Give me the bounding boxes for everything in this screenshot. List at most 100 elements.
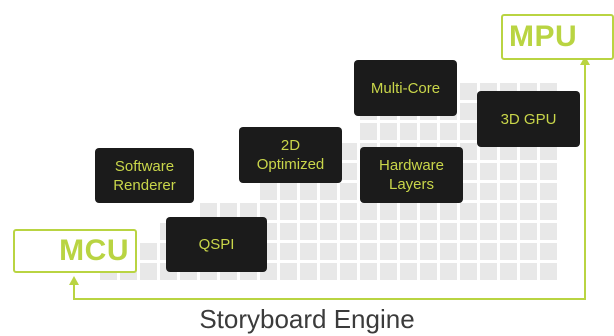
- grid-cell: [360, 123, 377, 140]
- grid-cell: [380, 243, 397, 260]
- grid-cell: [480, 263, 497, 280]
- grid-cell: [420, 123, 437, 140]
- arrow-head-up-icon: [69, 276, 79, 285]
- grid-cell: [380, 123, 397, 140]
- grid-cell: [400, 123, 417, 140]
- mpu-label: MPU: [509, 20, 578, 53]
- grid-cell: [320, 263, 337, 280]
- mcu-badge: MCU: [13, 229, 137, 273]
- grid-cell: [340, 223, 357, 240]
- grid-cell: [540, 143, 557, 160]
- grid-cell: [380, 203, 397, 220]
- grid-cell: [420, 203, 437, 220]
- grid-cell: [540, 263, 557, 280]
- grid-cell: [540, 223, 557, 240]
- grid-cell: [480, 223, 497, 240]
- grid-cell: [280, 243, 297, 260]
- grid-cell: [340, 263, 357, 280]
- grid-cell: [300, 243, 317, 260]
- grid-cell: [340, 143, 357, 160]
- grid-cell: [280, 183, 297, 200]
- grid-cell: [500, 143, 517, 160]
- grid-cell: [220, 203, 237, 220]
- grid-cell: [340, 203, 357, 220]
- grid-cell: [420, 263, 437, 280]
- grid-cell: [540, 183, 557, 200]
- arrow-head-up-icon: [580, 56, 590, 65]
- grid-cell: [340, 243, 357, 260]
- grid-cell: [280, 223, 297, 240]
- software-renderer-box: Software Renderer: [95, 148, 194, 203]
- grid-cell: [280, 203, 297, 220]
- qspi-box: QSPI: [166, 217, 267, 272]
- grid-cell: [500, 243, 517, 260]
- 3d-gpu-box: 3D GPU: [477, 91, 580, 147]
- grid-cell: [540, 243, 557, 260]
- grid-cell: [320, 203, 337, 220]
- grid-cell: [360, 263, 377, 280]
- progression-arrow-line: [73, 63, 586, 300]
- hardware-layers-box: Hardware Layers: [360, 147, 463, 203]
- grid-cell: [140, 263, 157, 280]
- grid-cell: [540, 203, 557, 220]
- grid-cell: [300, 263, 317, 280]
- grid-cell: [340, 183, 357, 200]
- grid-cell: [280, 263, 297, 280]
- grid-cell: [440, 203, 457, 220]
- grid-cell: [440, 243, 457, 260]
- grid-cell: [480, 243, 497, 260]
- grid-cell: [260, 203, 277, 220]
- grid-cell: [400, 263, 417, 280]
- grid-cell: [260, 183, 277, 200]
- grid-cell: [300, 203, 317, 220]
- grid-cell: [500, 203, 517, 220]
- grid-cell: [320, 223, 337, 240]
- multi-core-box: Multi-Core: [354, 60, 457, 116]
- 2d-optimized-box: 2D Optimized: [239, 127, 342, 183]
- grid-cell: [460, 183, 477, 200]
- grid-cell: [400, 223, 417, 240]
- grid-cell: [460, 123, 477, 140]
- grid-cell: [460, 163, 477, 180]
- grid-cell: [320, 243, 337, 260]
- grid-cell: [500, 223, 517, 240]
- grid-cell: [380, 263, 397, 280]
- grid-cell: [460, 223, 477, 240]
- grid-cell: [420, 243, 437, 260]
- grid-cell: [520, 263, 537, 280]
- grid-cell: [520, 143, 537, 160]
- diagram-title: Storyboard Engine: [199, 304, 415, 334]
- progression-arrow: [73, 63, 586, 300]
- grid-cell: [360, 223, 377, 240]
- grid-cell: [440, 263, 457, 280]
- grid-cell: [360, 203, 377, 220]
- grid-cell: [480, 143, 497, 160]
- grid-cell: [520, 163, 537, 180]
- grid-cell: [460, 83, 477, 100]
- grid-cell: [300, 223, 317, 240]
- grid-cell: [380, 223, 397, 240]
- grid-cell: [200, 203, 217, 220]
- grid-cell: [320, 183, 337, 200]
- grid-cell: [360, 243, 377, 260]
- grid-cell: [520, 203, 537, 220]
- grid-cell: [480, 163, 497, 180]
- grid-cell: [480, 203, 497, 220]
- grid-cell: [300, 183, 317, 200]
- grid-cell: [500, 183, 517, 200]
- grid-cell: [520, 243, 537, 260]
- grid-cell: [480, 183, 497, 200]
- grid-cell: [460, 243, 477, 260]
- grid-cell: [500, 163, 517, 180]
- grid-cell: [340, 163, 357, 180]
- grid-cell: [500, 263, 517, 280]
- grid-cell: [440, 123, 457, 140]
- grid-cell: [520, 183, 537, 200]
- grid-cell: [240, 203, 257, 220]
- grid-cell: [460, 103, 477, 120]
- grid-cell: [460, 203, 477, 220]
- grid-cell: [460, 263, 477, 280]
- grid-cell: [400, 243, 417, 260]
- grid-cell: [460, 143, 477, 160]
